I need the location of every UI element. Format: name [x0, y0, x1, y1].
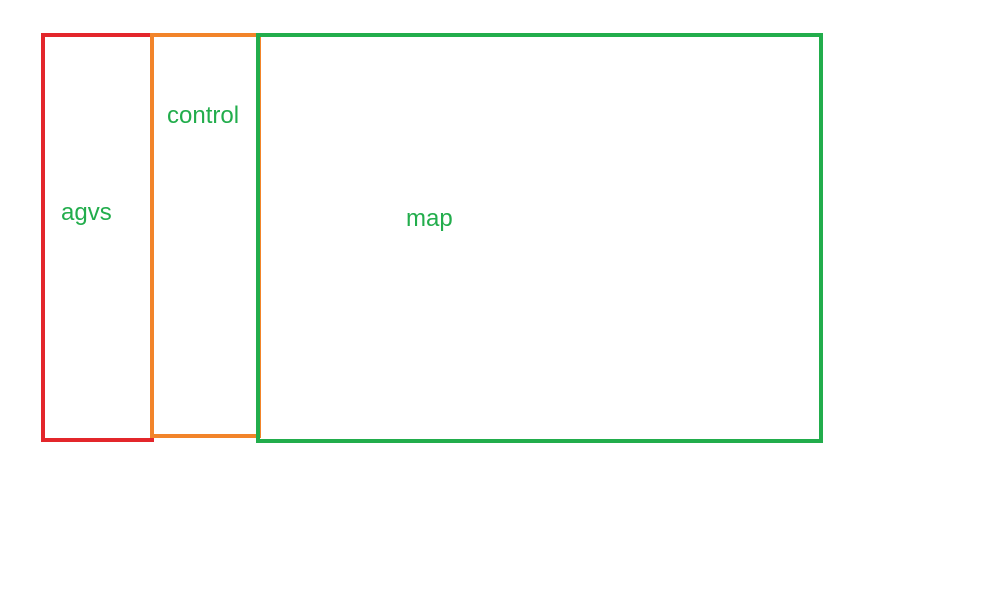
map-panel [256, 33, 823, 443]
agvs-panel [41, 33, 154, 442]
control-label: control [167, 102, 240, 129]
agvs-label: agvs [61, 199, 112, 226]
control-panel [150, 33, 261, 438]
map-label: map [406, 205, 453, 232]
